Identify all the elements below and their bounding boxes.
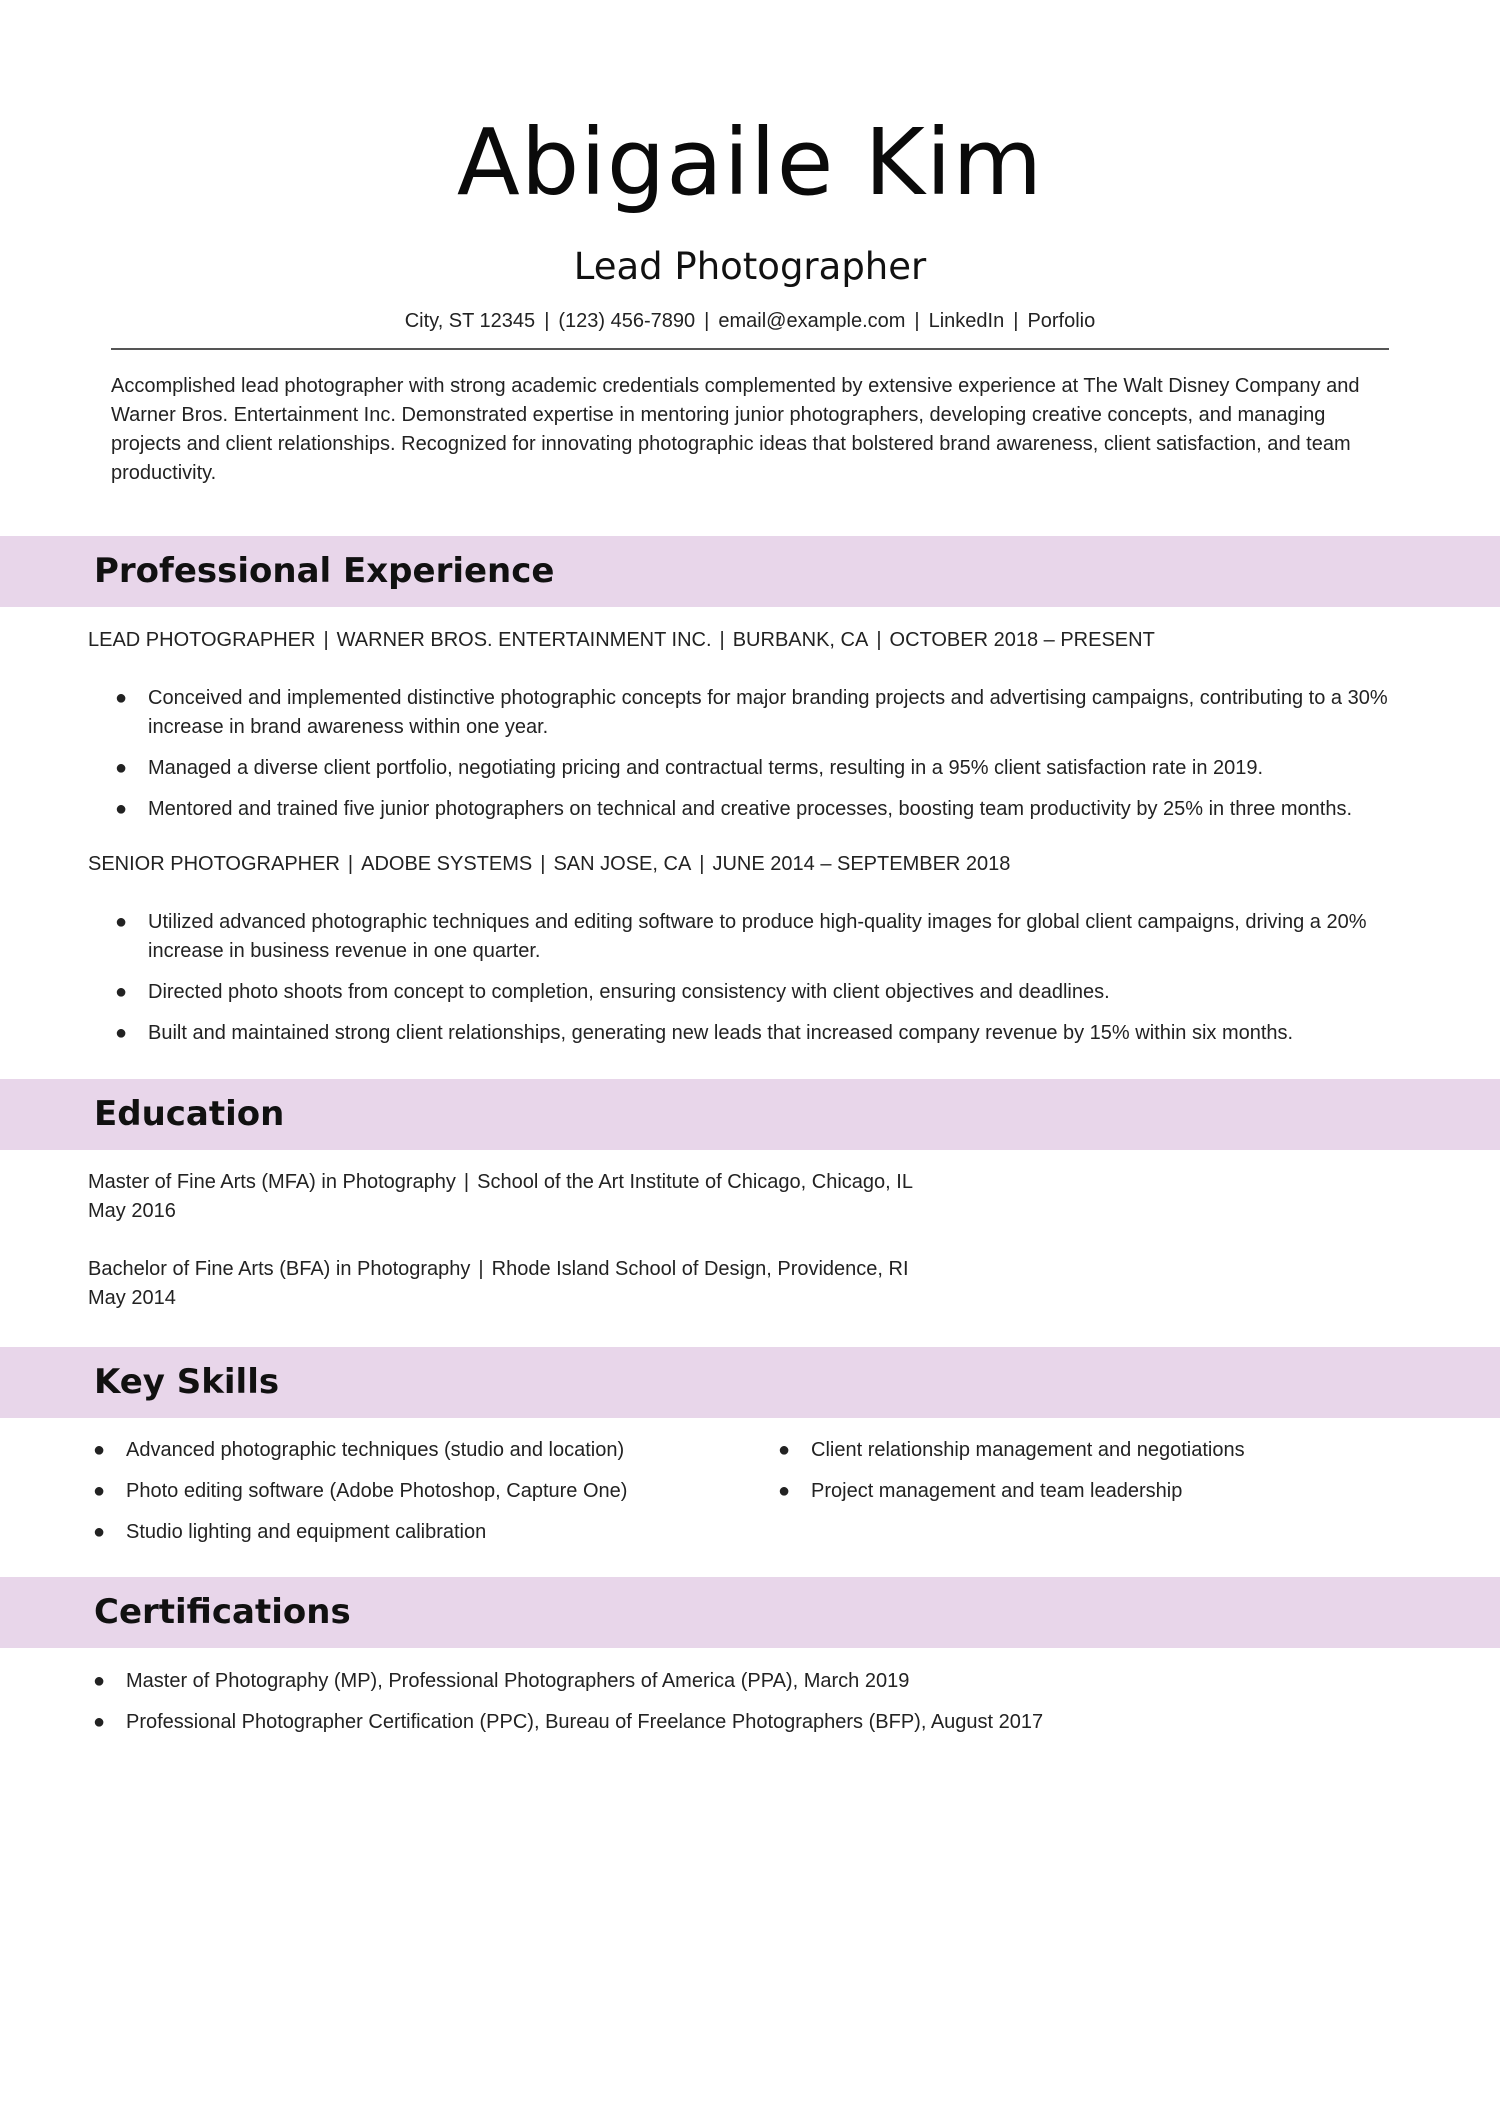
separator: | <box>478 1258 484 1280</box>
bullet-icon: ● <box>115 1022 128 1044</box>
list-item: ● Project management and team leadership <box>775 1477 1425 1506</box>
education-date: May 2014 <box>88 1287 176 1309</box>
job-heading: LEAD PHOTOGRAPHER | WARNER BROS. ENTERTAIN… <box>88 627 1155 653</box>
bullet-text: Managed a diverse client portfolio, nego… <box>148 757 1264 779</box>
contact-phone: (123) 456-7890 <box>558 310 696 332</box>
contact-address: City, ST 12345 <box>404 310 536 332</box>
section-title-certifications: Certifications <box>94 1592 351 1632</box>
list-item: ● Professional Photographer Certification… <box>90 1708 1430 1737</box>
education-school: Rhode Island School of Design, Providenc… <box>491 1258 909 1280</box>
job-bullet-list: ● Conceived and implemented distinctive p… <box>112 684 1442 836</box>
skill-text: Studio lighting and equipment calibratio… <box>126 1521 487 1543</box>
education-line: Master of Fine Arts (MFA) in Photography… <box>88 1168 913 1197</box>
list-item: ● Client relationship management and nego… <box>775 1436 1425 1465</box>
bullet-text: Utilized advanced photographic technique… <box>148 911 1367 962</box>
bullet-icon: ● <box>115 911 128 933</box>
job-bullet-list: ● Utilized advanced photographic techniqu… <box>112 908 1442 1060</box>
list-item: ● Mentored and trained five junior photog… <box>112 795 1442 824</box>
section-title-experience: Professional Experience <box>94 551 555 591</box>
separator: | <box>876 629 882 651</box>
job-position: SENIOR PHOTOGRAPHER <box>88 853 340 875</box>
job-position: LEAD PHOTOGRAPHER <box>88 629 316 651</box>
skill-text: Project management and team leadership <box>811 1480 1183 1502</box>
separator: | <box>540 853 546 875</box>
bullet-icon: ● <box>778 1439 791 1461</box>
job-company: ADOBE SYSTEMS <box>361 853 533 875</box>
bullet-text: Conceived and implemented distinctive ph… <box>148 687 1388 738</box>
separator: | <box>1013 310 1019 332</box>
education-degree: Master of Fine Arts (MFA) in Photography <box>88 1171 456 1193</box>
separator: | <box>347 853 354 875</box>
job-location: BURBANK, CA <box>732 629 869 651</box>
bullet-icon: ● <box>93 1439 106 1461</box>
bullet-icon: ● <box>115 981 128 1003</box>
job-dates: JUNE 2014 – SEPTEMBER 2018 <box>712 853 1011 875</box>
job-company: WARNER BROS. ENTERTAINMENT INC. <box>336 629 712 651</box>
education-degree: Bachelor of Fine Arts (BFA) in Photograp… <box>88 1258 471 1280</box>
skill-text: Client relationship management and negot… <box>811 1439 1245 1461</box>
summary-paragraph: Accomplished lead photographer with stro… <box>111 375 1360 484</box>
bullet-icon: ● <box>115 687 128 709</box>
candidate-name: Abigaile Kim <box>456 109 1044 216</box>
list-item: ● Directed photo shoots from concept to c… <box>112 978 1442 1007</box>
header-divider <box>111 348 1389 350</box>
bullet-text: Built and maintained strong client relat… <box>148 1022 1294 1044</box>
section-header-skills: Key Skills <box>0 1347 1500 1418</box>
bullet-text: Directed photo shoots from concept to co… <box>148 981 1110 1003</box>
skills-list-right: ● Client relationship management and nego… <box>775 1436 1425 1518</box>
list-item: ● Photo editing software (Adobe Photoshop… <box>90 1477 740 1506</box>
list-item: ● Studio lighting and equipment calibrati… <box>90 1518 740 1547</box>
contact-email[interactable]: email@example.com <box>718 310 906 332</box>
separator: | <box>699 853 705 875</box>
job-heading: SENIOR PHOTOGRAPHER | ADOBE SYSTEMS | SAN JO… <box>88 851 1010 877</box>
bullet-icon: ● <box>778 1480 791 1502</box>
education-entry: Bachelor of Fine Arts (BFA) in Photograp… <box>88 1255 909 1313</box>
section-header-certifications: Certifications <box>0 1577 1500 1648</box>
skill-text: Photo editing software (Adobe Photoshop,… <box>126 1480 628 1502</box>
list-item: ● Advanced photographic techniques (studi… <box>90 1436 740 1465</box>
skills-list-left: ● Advanced photographic techniques (studi… <box>90 1436 740 1559</box>
education-date: May 2016 <box>88 1200 176 1222</box>
section-header-education: Education <box>0 1079 1500 1150</box>
separator: | <box>463 1171 470 1193</box>
bullet-icon: ● <box>115 757 128 779</box>
education-entry: Master of Fine Arts (MFA) in Photography… <box>88 1168 913 1226</box>
skill-text: Advanced photographic techniques (studio… <box>126 1439 625 1461</box>
separator: | <box>544 310 550 332</box>
candidate-role: Lead Photographer <box>573 245 927 288</box>
certification-text: Master of Photography (MP), Professional… <box>126 1670 910 1692</box>
certification-text: Professional Photographer Certification … <box>126 1711 1044 1733</box>
job-location: SAN JOSE, CA <box>553 853 692 875</box>
bullet-icon: ● <box>93 1480 106 1502</box>
certifications-list: ● Master of Photography (MP), Professiona… <box>90 1667 1430 1749</box>
list-item: ● Built and maintained strong client rela… <box>112 1019 1442 1048</box>
contact-portfolio[interactable]: Porfolio <box>1027 310 1096 332</box>
list-item: ● Conceived and implemented distinctive p… <box>112 684 1442 742</box>
bullet-icon: ● <box>93 1670 106 1692</box>
bullet-icon: ● <box>93 1521 106 1543</box>
list-item: ● Utilized advanced photographic techniqu… <box>112 908 1442 966</box>
education-school: School of the Art Institute of Chicago, … <box>477 1171 913 1193</box>
contact-line: City, ST 12345 | (123) 456-7890 | email@exam… <box>0 308 1500 334</box>
separator: | <box>914 310 920 332</box>
separator: | <box>719 629 725 651</box>
separator: | <box>323 629 329 651</box>
separator: | <box>704 310 710 332</box>
section-title-skills: Key Skills <box>94 1362 280 1402</box>
list-item: ● Managed a diverse client portfolio, neg… <box>112 754 1442 783</box>
education-line: Bachelor of Fine Arts (BFA) in Photograp… <box>88 1255 909 1284</box>
job-dates: OCTOBER 2018 – PRESENT <box>889 629 1155 651</box>
resume-header: Abigaile Kim Lead Photographer City, ST … <box>0 0 1500 350</box>
bullet-icon: ● <box>93 1711 106 1733</box>
bullet-icon: ● <box>115 798 128 820</box>
section-header-experience: Professional Experience <box>0 536 1500 607</box>
list-item: ● Master of Photography (MP), Professiona… <box>90 1667 1430 1696</box>
bullet-text: Mentored and trained five junior photogr… <box>148 798 1353 820</box>
section-title-education: Education <box>94 1094 285 1134</box>
contact-linkedin[interactable]: LinkedIn <box>928 310 1005 332</box>
